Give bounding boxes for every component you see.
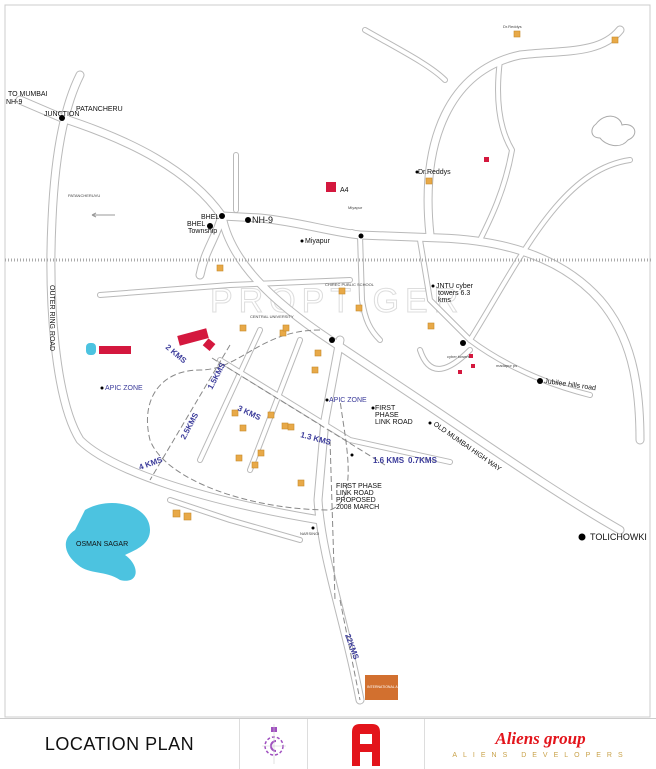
distance-0-7kms: 0.7KMS (408, 456, 438, 465)
road-fill (468, 158, 632, 342)
road-fill (363, 28, 447, 82)
svg-text:PROPOSED: PROPOSED (336, 497, 376, 504)
roads (15, 25, 645, 705)
label-nh9-west: NH-9 (6, 99, 22, 106)
label-bhel: BHEL (201, 214, 219, 221)
brand-cell: Aliens group ALIENS DEVELOPERS (425, 719, 656, 769)
label-chirec: CHIREC PUBLIC SCHOOL (325, 282, 375, 287)
svg-text:2008 MARCH: 2008 MARCH (336, 504, 379, 511)
road-fill (418, 348, 472, 371)
lake-outline (591, 115, 636, 147)
watermark: PROPTIGER (210, 282, 464, 320)
arrow-left-icon (91, 212, 115, 218)
label-bhel-township: BHEL (187, 221, 205, 228)
title-cell: LOCATION PLAN (0, 719, 240, 769)
svg-text:Township: Township (188, 228, 217, 235)
label-apic-zone-east: APIC ZONE (329, 397, 367, 404)
osman-sagar-lake (65, 502, 150, 581)
road-fill (350, 230, 362, 237)
road-fill (218, 212, 644, 444)
label-junction: JUNCTION (44, 111, 79, 118)
distance-lines (149, 344, 386, 701)
label-patancheruvu: PATANCHERUVU (68, 193, 100, 198)
road-fill (218, 212, 624, 534)
road-fill (98, 278, 352, 297)
label-dr-reddys: Dr.Reddys (418, 169, 451, 176)
svg-text:towers 6.3: towers 6.3 (438, 290, 470, 297)
label-miyapur-small: Miyapur (348, 205, 363, 210)
label-madhapur: madapur ps (496, 363, 517, 368)
label-patancheru: PATANCHERU (76, 106, 123, 113)
svg-text:kms: kms (438, 297, 451, 304)
road-fill (418, 238, 472, 342)
label-to-mumbai: TO MUMBAI (8, 91, 48, 98)
footer-bar: LOCATION PLAN Aliens group ALIENS DEVELO… (0, 718, 656, 769)
label-central-university: CENTRAL UNIVERSITY (250, 314, 294, 319)
map-frame (4, 4, 651, 718)
label-apic-zone-west: APIC ZONE (105, 385, 143, 392)
brand-subtitle: ALIENS DEVELOPERS (452, 752, 629, 759)
label-a4: A4 (340, 187, 349, 194)
road-fill (196, 212, 226, 279)
markers (59, 30, 619, 700)
road-fill (47, 71, 324, 524)
road-fill (358, 233, 382, 342)
label-osman-sagar: OSMAN SAGAR (76, 541, 128, 548)
label-airport: INTERNATIONAL AIRPORT (367, 685, 412, 689)
label-miyapur: Miyapur (305, 238, 331, 245)
label-first-phase: FIRST (375, 405, 396, 412)
apic-zone-boundary (146, 329, 349, 511)
label-cyber-towers: cyber towers (447, 354, 470, 359)
label-tolichowki: TOLICHOWKI (590, 532, 647, 542)
location-map[interactable]: PROPTIGER (0, 0, 656, 718)
svg-text:LINK ROAD: LINK ROAD (375, 419, 413, 426)
brand-name: Aliens group (495, 729, 586, 748)
distance-1-6kms: 1.6 KMS (373, 456, 405, 465)
label-narsingi: NARSINGI (300, 531, 319, 536)
svg-text:LINK ROAD: LINK ROAD (336, 490, 374, 497)
road-fill (478, 58, 514, 242)
road-fill (468, 338, 592, 397)
road-fill (218, 358, 452, 464)
compass-icon (240, 719, 308, 769)
road-fill (248, 338, 302, 472)
label-outer-ring-road: OUTER RING ROAD (48, 285, 55, 351)
label-dr-reddys-top: Dr.Reddys (503, 24, 522, 29)
aliens-logo-icon (352, 724, 380, 766)
svg-text:PHASE: PHASE (375, 412, 399, 419)
label-jntu: JNTU cyber (436, 283, 474, 290)
label-nh9: NH-9 (252, 215, 273, 225)
road-fill (168, 498, 302, 542)
label-proposed-link-road: FIRST PHASE (336, 483, 382, 490)
road-fill (16, 96, 226, 220)
page-title: LOCATION PLAN (44, 733, 195, 754)
logo-cell (308, 719, 425, 769)
